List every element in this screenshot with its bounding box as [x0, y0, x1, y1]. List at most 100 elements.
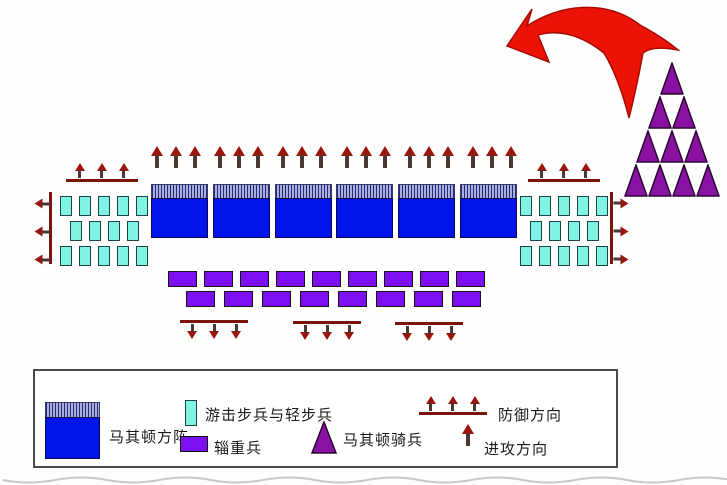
defense-arrow-icon — [613, 254, 629, 264]
cavalry-triangle-icon — [636, 130, 660, 163]
baggage-unit — [456, 271, 485, 287]
pike-stripes — [212, 184, 270, 198]
pike-stripes — [151, 184, 208, 198]
skirmisher-unit — [108, 221, 120, 241]
retreat-route-arrow — [505, 6, 681, 119]
defense-arrow-icon — [209, 324, 219, 339]
skirmisher-unit — [117, 196, 129, 216]
defense-arrow-icon — [34, 254, 50, 264]
defense-arrow-icon — [470, 396, 480, 411]
cavalry-triangle-icon — [648, 96, 672, 129]
phalanx-block — [336, 184, 394, 238]
skirmisher-unit — [70, 221, 82, 241]
phalanx-body — [45, 417, 100, 459]
baggage-unit — [240, 271, 269, 287]
legend-defense-label: 防御方向 — [498, 407, 563, 424]
cavalry-row — [624, 164, 720, 197]
defense-arrows — [75, 163, 129, 178]
baggage-unit — [186, 291, 215, 307]
baggage-unit — [300, 291, 329, 307]
phalanx-block — [274, 184, 332, 238]
right-side-defense-arrows — [613, 197, 629, 265]
phalanx-block — [212, 184, 270, 238]
phalanx-line — [151, 184, 517, 238]
attack-arrow-group — [214, 146, 265, 168]
attack-arrow-icon — [466, 146, 479, 168]
attack-arrow-icon — [340, 146, 353, 168]
attack-arrow-icon — [462, 424, 474, 446]
defense-arrows — [537, 163, 591, 178]
cavalry-triangle-icon — [684, 130, 708, 163]
pike-stripes — [398, 184, 456, 198]
cavalry-row — [648, 96, 696, 129]
pike-stripes — [459, 184, 517, 198]
skirmisher-unit — [577, 246, 589, 266]
legend-baggage-label: 辎重兵 — [214, 440, 263, 457]
skirmisher-unit — [539, 196, 551, 216]
attack-arrow-group — [403, 146, 454, 168]
attack-arrow-icon — [359, 146, 372, 168]
rear-defense-line-3 — [395, 322, 463, 341]
top-attack-arrows — [151, 146, 517, 168]
cavalry-triangle-icon — [648, 164, 672, 197]
attack-arrow-icon — [296, 146, 309, 168]
legend-cavalry-label: 马其顿骑兵 — [343, 432, 424, 449]
defense-arrows — [300, 325, 354, 340]
legend-phalanx-label: 马其顿方阵 — [109, 429, 190, 446]
skirmisher-unit — [596, 246, 608, 266]
left-flank-top-defense — [66, 163, 138, 182]
baggage-unit — [420, 271, 449, 287]
defense-arrow-icon — [231, 324, 241, 339]
phalanx-block — [151, 184, 208, 238]
cavalry-row — [660, 62, 684, 95]
legend-phalanx-sample — [45, 402, 100, 459]
skirmisher-unit — [577, 196, 589, 216]
skirmisher-unit — [596, 196, 608, 216]
attack-arrow-icon — [441, 146, 454, 168]
attack-arrow-group — [340, 146, 391, 168]
skirmisher-unit — [520, 196, 532, 216]
baggage-unit — [376, 291, 405, 307]
skirmisher-unit — [530, 221, 542, 241]
cavalry-formation — [623, 62, 721, 197]
defense-line-bar — [293, 321, 361, 324]
defense-arrow-icon — [322, 325, 332, 340]
phalanx-body — [336, 198, 394, 238]
defense-arrow-icon — [613, 198, 629, 208]
defense-line-bar — [180, 320, 248, 323]
left-side-defense-arrows — [34, 197, 50, 265]
cavalry-triangle-icon — [624, 164, 648, 197]
baggage-unit — [414, 291, 443, 307]
skirmisher-unit — [558, 246, 570, 266]
defense-arrow-icon — [34, 226, 50, 236]
defense-arrow-icon — [75, 163, 85, 178]
skirmisher-unit — [60, 246, 72, 266]
skirmisher-unit — [568, 221, 580, 241]
cavalry-triangle-icon — [672, 164, 696, 197]
defense-arrow-icon — [424, 326, 434, 341]
defense-line-bar — [395, 322, 463, 325]
defense-arrow-icon — [613, 226, 629, 236]
attack-arrow-icon — [422, 146, 435, 168]
defense-line-bar — [528, 179, 600, 182]
baggage-row-1 — [168, 271, 485, 287]
legend-defense-sample — [419, 396, 487, 415]
skirmisher-unit — [79, 196, 91, 216]
right-side-defense-bar — [610, 192, 613, 264]
skirmisher-unit — [587, 221, 599, 241]
phalanx-body — [398, 198, 456, 238]
baggage-unit — [276, 271, 305, 287]
baggage-row-2 — [186, 291, 481, 307]
attack-arrow-group — [277, 146, 328, 168]
attack-arrow-icon — [252, 146, 265, 168]
skirmisher-unit — [98, 246, 110, 266]
defense-line-bar — [66, 179, 138, 182]
cavalry-triangle-icon — [672, 96, 696, 129]
phalanx-body — [212, 198, 270, 238]
attack-arrow-icon — [315, 146, 328, 168]
phalanx-block — [459, 184, 517, 238]
skirmisher-unit — [136, 196, 148, 216]
baggage-unit — [348, 271, 377, 287]
attack-arrow-group — [151, 146, 201, 168]
defense-arrows — [402, 326, 456, 341]
